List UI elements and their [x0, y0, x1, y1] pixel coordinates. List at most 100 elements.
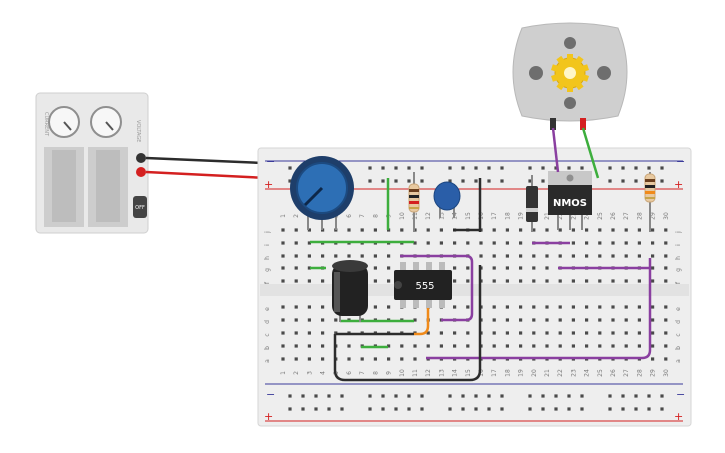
nmos-transistor[interactable]: NMOS — [548, 171, 592, 230]
breadboard-hole[interactable] — [400, 228, 404, 232]
rail-hole[interactable] — [394, 407, 398, 411]
breadboard-hole[interactable] — [532, 305, 536, 309]
rail-hole[interactable] — [314, 407, 318, 411]
breadboard-hole[interactable] — [585, 228, 589, 232]
rail-hole[interactable] — [381, 407, 385, 411]
breadboard-hole[interactable] — [545, 331, 549, 335]
rail-hole[interactable] — [301, 407, 305, 411]
breadboard-hole[interactable] — [651, 357, 655, 361]
breadboard-hole[interactable] — [360, 254, 364, 258]
breadboard-hole[interactable] — [387, 254, 391, 258]
breadboard-hole[interactable] — [334, 318, 338, 322]
breadboard-hole[interactable] — [281, 266, 285, 270]
breadboard-hole[interactable] — [624, 254, 628, 258]
breadboard-hole[interactable] — [664, 318, 668, 322]
rail-hole[interactable] — [288, 394, 292, 398]
breadboard-hole[interactable] — [479, 241, 483, 245]
rail-hole[interactable] — [368, 166, 372, 170]
rail-hole[interactable] — [327, 394, 331, 398]
breadboard-hole[interactable] — [294, 279, 298, 283]
breadboard-hole[interactable] — [664, 331, 668, 335]
breadboard-hole[interactable] — [492, 254, 496, 258]
power-supply[interactable]: VOLTAGE CURRENT OFF — [35, 92, 149, 234]
rail-hole[interactable] — [394, 166, 398, 170]
rail-hole[interactable] — [407, 394, 411, 398]
breadboard-hole[interactable] — [466, 266, 470, 270]
rail-hole[interactable] — [474, 166, 478, 170]
breadboard-hole[interactable] — [571, 344, 575, 348]
breadboard-hole[interactable] — [492, 305, 496, 309]
breadboard-hole[interactable] — [532, 254, 536, 258]
breadboard-hole[interactable] — [611, 305, 615, 309]
breadboard-hole[interactable] — [598, 331, 602, 335]
rail-hole[interactable] — [608, 407, 612, 411]
breadboard-hole[interactable] — [373, 254, 377, 258]
breadboard-hole[interactable] — [453, 305, 457, 309]
breadboard-hole[interactable] — [413, 241, 417, 245]
purple-wire-loop[interactable] — [400, 254, 474, 322]
breadboard-hole[interactable] — [532, 331, 536, 335]
breadboard-hole[interactable] — [387, 357, 391, 361]
breadboard-hole[interactable] — [307, 241, 311, 245]
breadboard-hole[interactable] — [571, 279, 575, 283]
breadboard-hole[interactable] — [426, 331, 430, 335]
breadboard-hole[interactable] — [637, 318, 641, 322]
breadboard-hole[interactable] — [611, 241, 615, 245]
breadboard-hole[interactable] — [294, 357, 298, 361]
rail-hole[interactable] — [474, 407, 478, 411]
breadboard-hole[interactable] — [453, 279, 457, 283]
breadboard-hole[interactable] — [492, 331, 496, 335]
breadboard-hole[interactable] — [611, 318, 615, 322]
rail-hole[interactable] — [448, 394, 452, 398]
rail-hole[interactable] — [608, 179, 612, 183]
rail-hole[interactable] — [461, 166, 465, 170]
rail-hole[interactable] — [634, 394, 638, 398]
breadboard-hole[interactable] — [558, 318, 562, 322]
rail-hole[interactable] — [528, 407, 532, 411]
rail-hole[interactable] — [647, 394, 651, 398]
power-switch[interactable] — [133, 196, 147, 218]
rail-hole[interactable] — [420, 394, 424, 398]
rail-hole[interactable] — [660, 407, 664, 411]
breadboard-hole[interactable] — [571, 331, 575, 335]
breadboard-hole[interactable] — [294, 228, 298, 232]
breadboard-hole[interactable] — [571, 318, 575, 322]
breadboard-hole[interactable] — [519, 266, 523, 270]
breadboard-hole[interactable] — [439, 228, 443, 232]
breadboard-hole[interactable] — [373, 266, 377, 270]
breadboard-hole[interactable] — [611, 331, 615, 335]
breadboard-hole[interactable] — [598, 279, 602, 283]
breadboard-hole[interactable] — [453, 331, 457, 335]
breadboard-hole[interactable] — [492, 279, 496, 283]
breadboard-hole[interactable] — [624, 318, 628, 322]
breadboard-hole[interactable] — [624, 241, 628, 245]
breadboard-hole[interactable] — [624, 344, 628, 348]
breadboard-hole[interactable] — [651, 254, 655, 258]
breadboard-hole[interactable] — [611, 228, 615, 232]
breadboard-hole[interactable] — [532, 279, 536, 283]
rail-hole[interactable] — [368, 179, 372, 183]
breadboard-hole[interactable] — [466, 331, 470, 335]
breadboard-hole[interactable] — [651, 318, 655, 322]
ic-555-timer[interactable]: 555 — [394, 262, 452, 308]
breadboard-hole[interactable] — [347, 228, 351, 232]
breadboard-hole[interactable] — [281, 357, 285, 361]
breadboard-hole[interactable] — [321, 254, 325, 258]
rail-hole[interactable] — [608, 394, 612, 398]
rail-hole[interactable] — [327, 407, 331, 411]
rail-hole[interactable] — [288, 166, 292, 170]
breadboard-hole[interactable] — [545, 344, 549, 348]
breadboard-hole[interactable] — [294, 305, 298, 309]
breadboard-hole[interactable] — [334, 254, 338, 258]
breadboard-hole[interactable] — [519, 254, 523, 258]
rail-hole[interactable] — [448, 407, 452, 411]
breadboard-hole[interactable] — [294, 266, 298, 270]
rail-hole[interactable] — [448, 179, 452, 183]
rail-hole[interactable] — [487, 179, 491, 183]
breadboard-hole[interactable] — [505, 331, 509, 335]
rail-hole[interactable] — [500, 179, 504, 183]
breadboard-hole[interactable] — [545, 254, 549, 258]
breadboard-hole[interactable] — [492, 228, 496, 232]
breadboard-hole[interactable] — [545, 318, 549, 322]
breadboard-hole[interactable] — [532, 266, 536, 270]
